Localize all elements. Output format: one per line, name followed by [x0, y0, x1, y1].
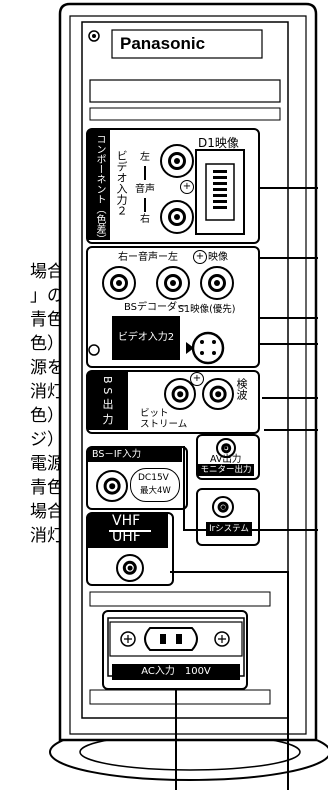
- screw-icon: +: [190, 372, 204, 386]
- max-power-label: 最大4W: [140, 486, 171, 496]
- vhf-label: VHF: [112, 513, 141, 529]
- detect-label: 検波: [235, 378, 248, 400]
- bs-output-side-bar: [88, 372, 128, 430]
- antenna-jack[interactable]: [116, 554, 144, 582]
- vhf-uhf-panel: [86, 512, 174, 586]
- monitor-output-label: モニター出力: [198, 464, 254, 476]
- left-label: 左: [140, 152, 150, 163]
- divider: [144, 166, 146, 180]
- left-text-line: 電源: [30, 454, 64, 474]
- left-text-line: 消灯: [30, 526, 64, 546]
- av-output-panel: [196, 434, 260, 480]
- bs-if-input-panel: [86, 446, 188, 510]
- component-input-panel: [86, 128, 260, 244]
- ac-input-panel: [102, 610, 248, 690]
- left-text-line: 」の: [30, 286, 64, 306]
- bs-decoder-audio-right-jack[interactable]: [102, 266, 136, 300]
- video-in-2-badge: ビデオ入力2: [112, 316, 180, 360]
- component-side-bar: [88, 130, 110, 240]
- left-text-line: 色）: [30, 334, 64, 354]
- bs-decoder-audio-left-jack[interactable]: [156, 266, 190, 300]
- left-text-line: 青色: [30, 478, 64, 498]
- left-text-line: 場合: [30, 262, 64, 282]
- video-in-label: ビデオ入力２: [115, 150, 128, 216]
- divider: [144, 198, 146, 212]
- av-output-jack[interactable]: [216, 438, 236, 458]
- video-input-2-panel: [86, 246, 260, 368]
- dc-label: DC15V: [138, 473, 169, 483]
- bs-decoder-video-jack[interactable]: [200, 266, 234, 300]
- ir-system-jack[interactable]: [212, 496, 234, 518]
- left-text-line: 源を: [30, 358, 64, 378]
- dc-power-note: [130, 468, 180, 502]
- left-text-line: 青色: [30, 310, 64, 330]
- left-text-line: 色）: [30, 406, 64, 426]
- divider: [109, 530, 151, 532]
- bs-if-input-label: BS－IF入力: [88, 448, 182, 462]
- av-output-label: AV出力: [210, 454, 242, 465]
- detect-jack[interactable]: [202, 378, 234, 410]
- ac-input-label: AC入力 100V: [112, 664, 240, 680]
- right-label: 右: [140, 214, 150, 225]
- audio-right-jack[interactable]: [160, 200, 194, 234]
- screw-icon: +: [180, 180, 194, 194]
- audio-label: 音声: [135, 184, 155, 195]
- left-text-line: 消灯: [30, 382, 64, 402]
- bitstream-label: ビット ストリーム: [140, 408, 188, 430]
- left-text-line: 場合: [30, 502, 64, 522]
- brand-logo: Panasonic: [120, 34, 206, 53]
- screw-icon: +: [193, 250, 207, 264]
- s1-label: S1映像(優先): [178, 304, 236, 315]
- bs-decoder-label: BSデコーダー: [124, 302, 188, 313]
- audio-row-label: 右ー音声ー左: [118, 252, 178, 263]
- bs-if-input-jack[interactable]: [96, 470, 128, 502]
- video-label: 映像: [208, 252, 228, 263]
- ir-system-panel: [196, 488, 260, 546]
- d1-label: D1映像: [198, 136, 239, 150]
- audio-left-jack[interactable]: [160, 144, 194, 178]
- left-text-line: ジ）: [30, 430, 64, 450]
- bs-output-panel: [86, 370, 260, 434]
- component-side-label: コンポーネント（色差）: [94, 134, 105, 244]
- ir-system-label: Irシステム: [206, 522, 252, 536]
- bs-output-label: BS出力: [101, 376, 114, 429]
- uhf-label: UHF: [112, 529, 141, 545]
